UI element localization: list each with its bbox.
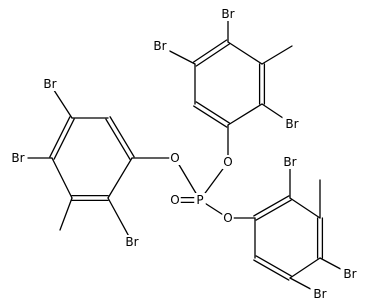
double-bond-line bbox=[253, 195, 290, 217]
single-bond bbox=[289, 197, 321, 219]
single-bond bbox=[227, 103, 263, 126]
single-bond bbox=[289, 257, 321, 279]
atom-label-background bbox=[122, 235, 142, 249]
bromine-atom-label: Br bbox=[283, 155, 296, 169]
phosphorus-atom-label: P bbox=[196, 193, 203, 207]
single-bond bbox=[107, 157, 133, 199]
single-bond bbox=[107, 197, 133, 243]
single-bond bbox=[59, 197, 73, 231]
oxygen-atom-label: O bbox=[170, 193, 179, 207]
oxygen-atom-label: O bbox=[223, 155, 232, 169]
atom-label-background bbox=[310, 287, 330, 300]
bromine-atom-label: Br bbox=[11, 151, 24, 165]
bromine-atom-label: Br bbox=[285, 117, 298, 131]
double-bond-line bbox=[109, 116, 135, 158]
double-bond-line bbox=[193, 39, 228, 63]
bromine-atom-label: Br bbox=[313, 287, 326, 300]
atom-label-background bbox=[280, 155, 300, 169]
double-bond-line bbox=[195, 101, 230, 124]
double-bond-line bbox=[253, 259, 290, 281]
atom-label-background bbox=[150, 39, 170, 53]
double-bond-line bbox=[105, 118, 131, 160]
double-bond-line bbox=[49, 116, 71, 158]
single-bond bbox=[51, 157, 73, 199]
atom-label-background bbox=[282, 117, 302, 131]
atom-label-background bbox=[169, 193, 181, 207]
double-bond-line bbox=[255, 255, 292, 277]
atom-label-background bbox=[218, 7, 238, 21]
bromine-atom-label: Br bbox=[125, 235, 138, 249]
atom-label-background bbox=[40, 77, 60, 91]
double-bond-line bbox=[255, 199, 292, 221]
atom-label-background bbox=[340, 267, 360, 281]
bromine-atom-label: Br bbox=[343, 267, 356, 281]
double-bond-line bbox=[193, 105, 228, 128]
bromine-atom-label: Br bbox=[221, 7, 234, 21]
bonds bbox=[17, 13, 351, 295]
bromine-atom-label: Br bbox=[43, 77, 56, 91]
atom-label-background bbox=[222, 211, 234, 225]
atom-label-background bbox=[222, 155, 234, 169]
double-bond-line bbox=[53, 118, 75, 160]
oxygen-atom-label: O bbox=[223, 211, 232, 225]
single-bond bbox=[227, 41, 263, 65]
single-bond bbox=[261, 45, 293, 65]
atom-label-background bbox=[194, 193, 206, 207]
atom-label-background bbox=[169, 151, 181, 165]
oxygen-atom-label: O bbox=[170, 151, 179, 165]
atom-label-background bbox=[8, 151, 28, 165]
bromine-atom-label: Br bbox=[153, 39, 166, 53]
double-bond-line bbox=[195, 43, 230, 67]
